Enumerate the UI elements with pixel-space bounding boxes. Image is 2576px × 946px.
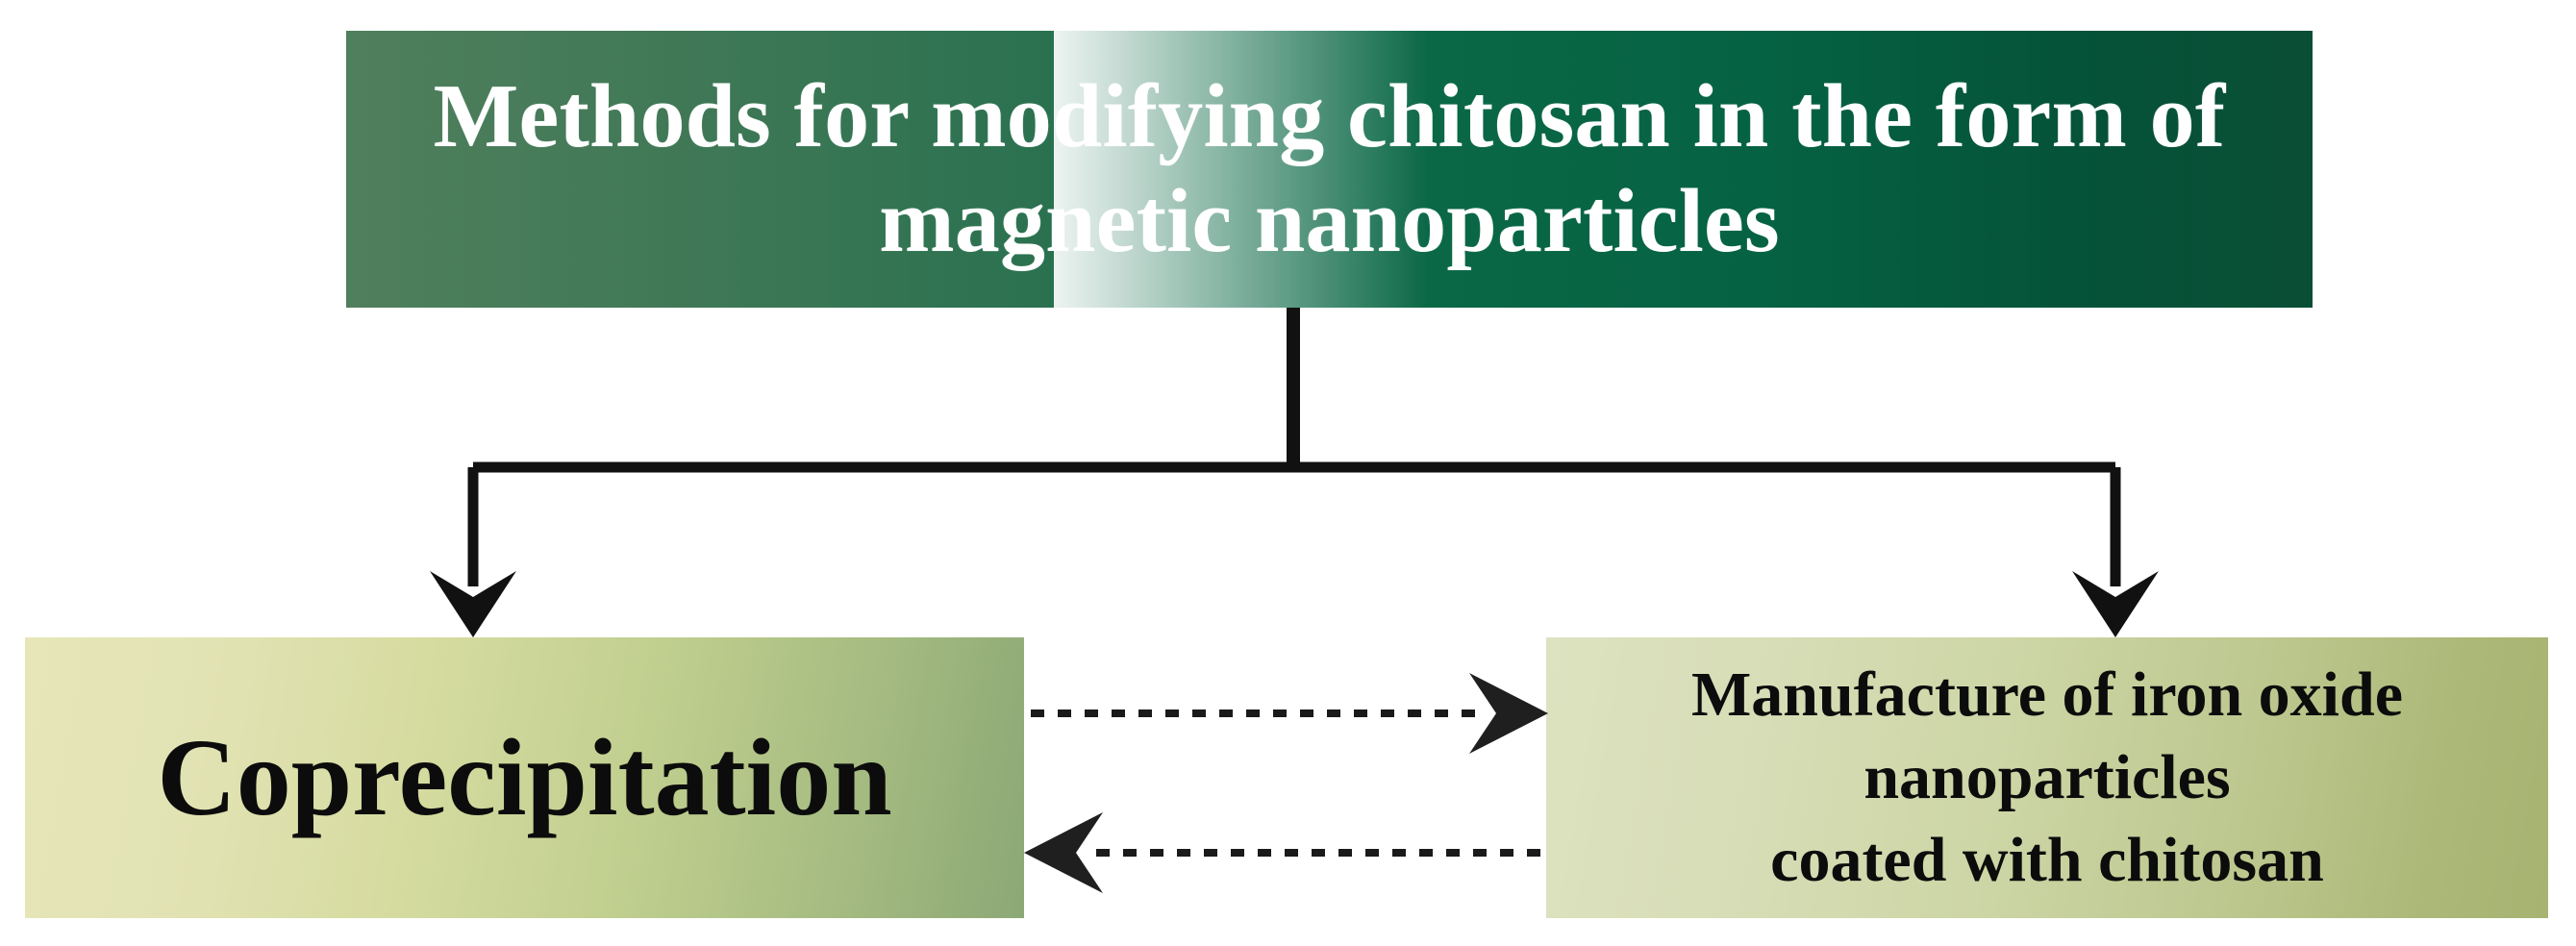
- node-methods-for-modifying-chitosan: Methods for modifying chitosan in the fo…: [346, 31, 2313, 308]
- connector-root-split: [473, 308, 2115, 473]
- arrowhead-left: [1024, 812, 1103, 893]
- node-iron-oxide-nanoparticles: Manufacture of iron oxide nanoparticles …: [1546, 637, 2548, 918]
- node-label-root: Methods for modifying chitosan in the fo…: [433, 65, 2226, 271]
- connector-iron-oxide-to-coprecipitation: [1024, 812, 1543, 893]
- node-label-iron-oxide-line-3: coated with chitosan: [1770, 824, 2324, 895]
- arrowhead-down-left: [430, 571, 516, 637]
- connector-root-to-coprecipitation: [430, 467, 516, 637]
- node-coprecipitation: Coprecipitation: [25, 637, 1024, 918]
- node-label-iron-oxide: Manufacture of iron oxide nanoparticles …: [1575, 654, 2519, 901]
- node-label-coprecipitation: Coprecipitation: [157, 715, 892, 838]
- connector-root-to-iron-oxide: [2072, 467, 2159, 637]
- node-label-iron-oxide-line-1: Manufacture of iron oxide: [1690, 660, 2404, 731]
- connector-coprecipitation-to-iron-oxide: [1031, 673, 1548, 754]
- node-label-iron-oxide-line-2: nanoparticles: [1863, 742, 2231, 813]
- arrowhead-right: [1469, 673, 1548, 754]
- arrowhead-down-right: [2072, 571, 2159, 637]
